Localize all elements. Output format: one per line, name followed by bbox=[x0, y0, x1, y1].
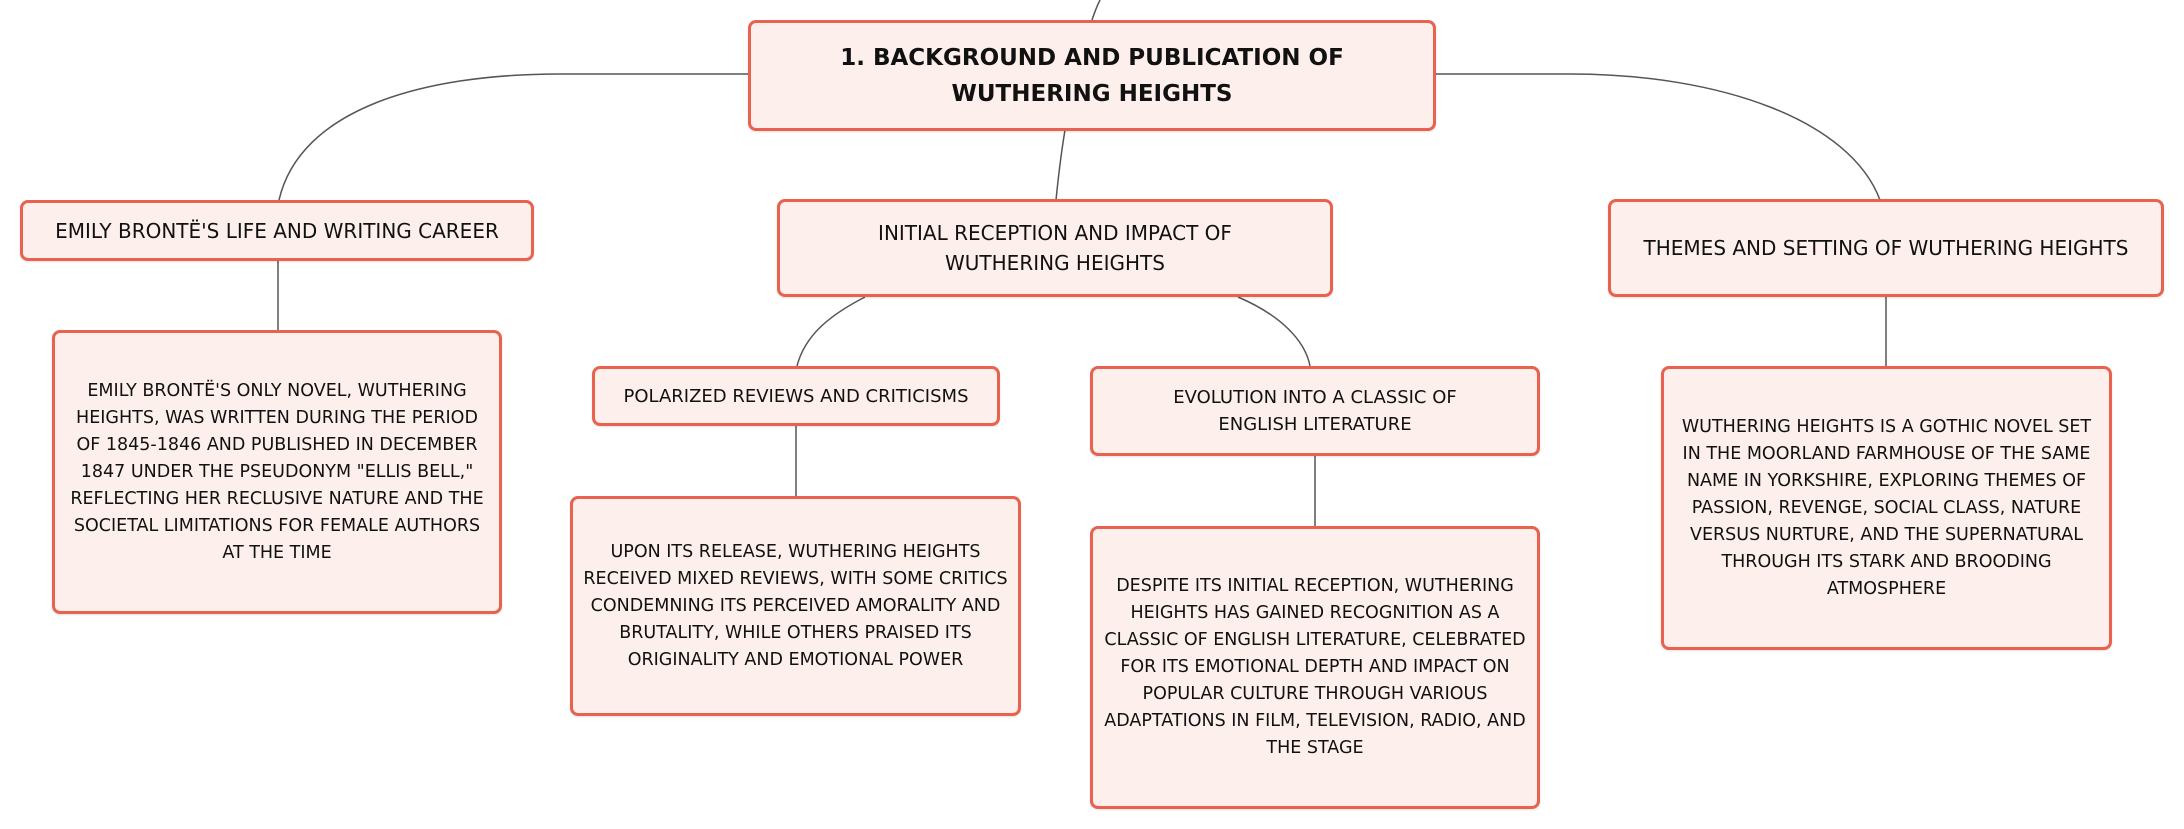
topic-label: INITIAL RECEPTION AND IMPACT OF WUTHERIN… bbox=[878, 221, 1232, 275]
connector-parent-to-root bbox=[1091, 0, 1101, 21]
topic-label: THEMES AND SETTING OF WUTHERING HEIGHTS bbox=[1643, 236, 2129, 260]
detail-text: UPON ITS RELEASE, WUTHERING HEIGHTS RECE… bbox=[583, 541, 1008, 670]
detail-text: WUTHERING HEIGHTS IS A GOTHIC NOVEL SET … bbox=[1681, 416, 2092, 599]
topic-themes-setting[interactable]: THEMES AND SETTING OF WUTHERING HEIGHTS bbox=[1608, 199, 2164, 297]
connector-reception-to-reviews bbox=[796, 296, 866, 367]
topic-polarized-reviews[interactable]: POLARIZED REVIEWS AND CRITICISMS bbox=[592, 366, 1000, 426]
connector-root-to-themes bbox=[1436, 73, 1881, 201]
connector-root-to-reception bbox=[1055, 129, 1066, 201]
topic-emily-bronte-life[interactable]: EMILY BRONTË'S LIFE AND WRITING CAREER bbox=[20, 200, 534, 261]
detail-emily-bronte-life[interactable]: EMILY BRONTË'S ONLY NOVEL, WUTHERING HEI… bbox=[52, 330, 502, 614]
root-topic[interactable]: 1. BACKGROUND AND PUBLICATION OF WUTHERI… bbox=[748, 20, 1436, 131]
topic-label: EMILY BRONTË'S LIFE AND WRITING CAREER bbox=[55, 218, 499, 243]
connector-root-to-life bbox=[278, 73, 750, 201]
topic-label: EVOLUTION INTO A CLASSIC OF ENGLISH LITE… bbox=[1173, 387, 1457, 435]
detail-evolution-classic[interactable]: DESPITE ITS INITIAL RECEPTION, WUTHERING… bbox=[1090, 526, 1540, 809]
topic-label: POLARIZED REVIEWS AND CRITICISMS bbox=[623, 385, 969, 407]
topic-evolution-classic[interactable]: EVOLUTION INTO A CLASSIC OF ENGLISH LITE… bbox=[1090, 366, 1540, 456]
root-topic-label: 1. BACKGROUND AND PUBLICATION OF WUTHERI… bbox=[840, 44, 1344, 107]
detail-polarized-reviews[interactable]: UPON ITS RELEASE, WUTHERING HEIGHTS RECE… bbox=[570, 496, 1021, 716]
detail-text: DESPITE ITS INITIAL RECEPTION, WUTHERING… bbox=[1104, 576, 1526, 758]
detail-text: EMILY BRONTË'S ONLY NOVEL, WUTHERING HEI… bbox=[70, 380, 484, 563]
detail-themes-setting[interactable]: WUTHERING HEIGHTS IS A GOTHIC NOVEL SET … bbox=[1661, 366, 2112, 650]
topic-initial-reception[interactable]: INITIAL RECEPTION AND IMPACT OF WUTHERIN… bbox=[777, 199, 1333, 297]
connector-reception-to-evolution bbox=[1237, 296, 1311, 367]
